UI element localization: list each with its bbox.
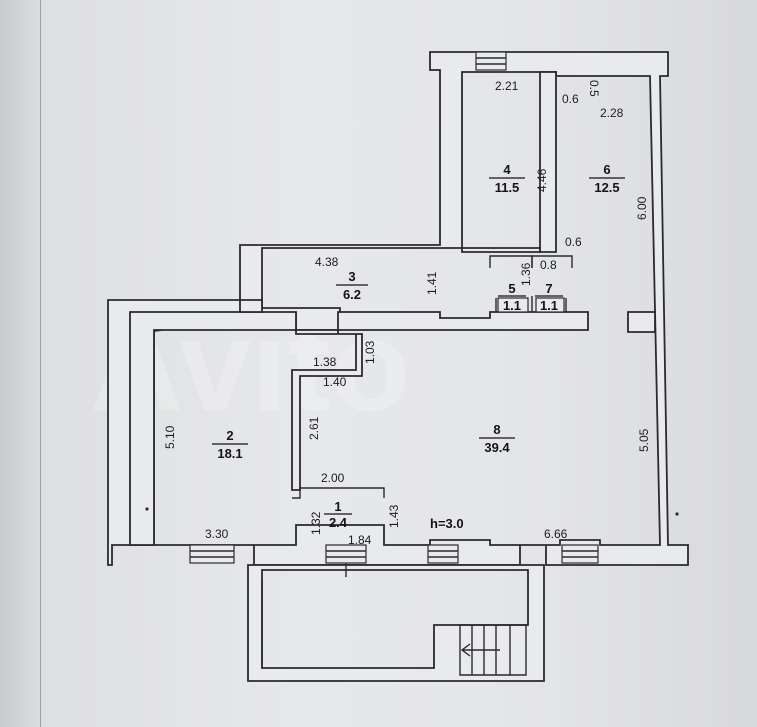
svg-text:4: 4 (503, 162, 511, 177)
porch-stairs (459, 624, 527, 676)
svg-text:5: 5 (508, 281, 515, 296)
wall-east-tab (627, 311, 656, 333)
svg-text:1: 1 (334, 499, 341, 514)
closet-7-outline (531, 255, 573, 268)
dim-1-32: 1.32 (309, 511, 323, 535)
svg-text:8: 8 (493, 422, 500, 437)
svg-text:6: 6 (603, 162, 610, 177)
wall-corridor-west-tab (239, 299, 263, 313)
window-south-room2 (189, 544, 235, 564)
svg-text:7: 7 (545, 281, 552, 296)
svg-text:3: 3 (348, 269, 355, 284)
room1-outline (292, 487, 385, 499)
door-closets (497, 297, 565, 313)
paper-edge-line (40, 0, 41, 727)
wall-marker-left (145, 507, 149, 511)
svg-text:39.4: 39.4 (484, 440, 510, 455)
room-8-label: 8 39.4 (479, 422, 515, 455)
dim-3-30: 3.30 (205, 527, 229, 541)
dim-5-10: 5.10 (163, 425, 177, 449)
dim-2-61: 2.61 (307, 416, 321, 440)
dim-6-00: 6.00 (635, 196, 649, 220)
porch-walls (247, 564, 545, 682)
svg-text:2: 2 (226, 428, 233, 443)
dim-4-38: 4.38 (315, 255, 339, 269)
ceiling-height: h=3.0 (430, 516, 464, 531)
svg-text:11.5: 11.5 (495, 180, 520, 195)
room-7-label: 7 1.1 (535, 281, 563, 313)
room-4-label: 4 11.5 (489, 162, 525, 195)
room-2-label: 2 18.1 (212, 428, 248, 461)
dim-2-00: 2.00 (321, 471, 345, 485)
dim-1-36: 1.36 (519, 262, 533, 286)
window-south-entrance (325, 544, 367, 564)
dim-4-46: 4.46 (535, 168, 549, 192)
window-south-room8-a (427, 544, 459, 564)
svg-text:18.1: 18.1 (217, 446, 242, 461)
room-3-label: 3 6.2 (336, 269, 368, 302)
room-5-label: 5 1.1 (498, 281, 526, 313)
dim-1-84: 1.84 (348, 533, 372, 547)
dim-5-05: 5.05 (637, 428, 651, 452)
room-6-label: 6 12.5 (589, 162, 625, 195)
wall-room2-west (129, 311, 297, 546)
dim-2-21: 2.21 (495, 79, 519, 93)
dim-1-40: 1.40 (323, 375, 347, 389)
svg-text:1.1: 1.1 (503, 298, 521, 313)
wall-room4-room6 (539, 71, 557, 253)
dim-1-03: 1.03 (363, 340, 377, 364)
wall-marker-right (675, 512, 679, 516)
svg-text:6.2: 6.2 (343, 287, 361, 302)
dim-1-41: 1.41 (425, 271, 439, 295)
window-south-room8-b (561, 544, 599, 564)
dim-0-8: 0.8 (540, 258, 557, 272)
room-1-label: 1 2.4 (324, 499, 352, 530)
dim-1-38: 1.38 (313, 355, 337, 369)
closet-walls (495, 296, 567, 312)
dim-1-43: 1.43 (387, 504, 401, 528)
dim-2-28: 2.28 (600, 106, 624, 120)
svg-text:1.1: 1.1 (540, 298, 558, 313)
dim-6-66: 6.66 (544, 527, 568, 541)
window-north (475, 51, 507, 71)
dim-0-5: 0.5 (587, 80, 601, 97)
dim-0-6-top: 0.6 (562, 92, 579, 106)
dim-0-6-bottom: 0.6 (565, 235, 582, 249)
wall-room4-south (461, 247, 541, 253)
svg-text:2.4: 2.4 (329, 515, 348, 530)
svg-text:12.5: 12.5 (594, 180, 619, 195)
wall-corridor-south (337, 311, 589, 331)
